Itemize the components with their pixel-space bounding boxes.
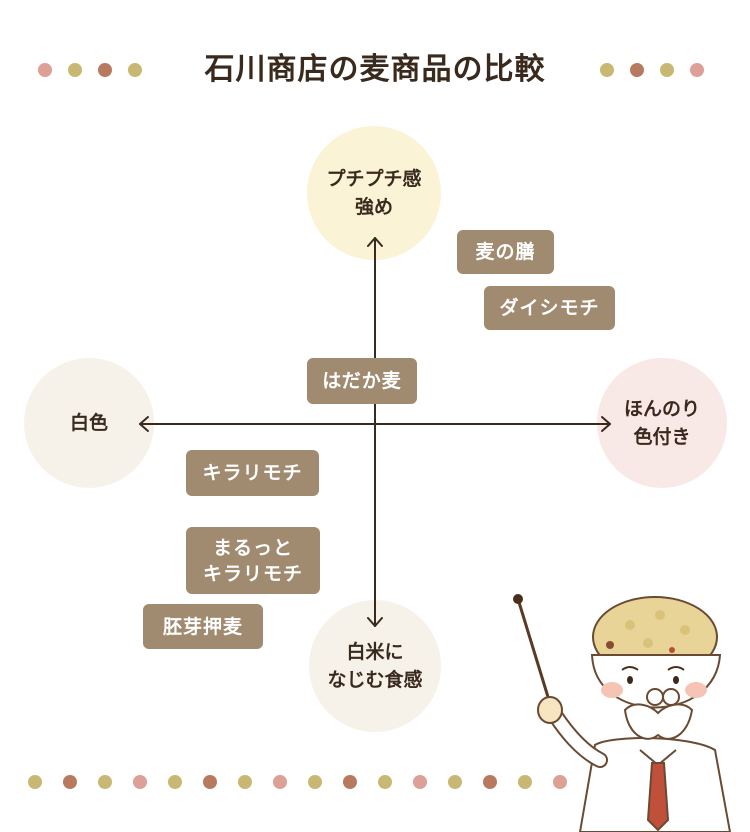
product-tag-haiga-oshimugi: 胚芽押麦 (143, 604, 263, 649)
product-tag-marutto-kirarimochi: まるっと キラリモチ (186, 527, 320, 594)
product-tag-label-line1: まるっと (212, 536, 293, 559)
decor-dot (68, 63, 82, 77)
decor-dot (690, 63, 704, 77)
axis-right-label-line1: ほんのり (623, 398, 700, 420)
decor-dot (378, 775, 392, 789)
arrow-right-icon (601, 416, 611, 432)
axis-bottom-label-line2: なじむ食感 (327, 669, 423, 691)
decor-dot (133, 775, 147, 789)
product-tag-label: 胚芽押麦 (162, 615, 243, 638)
decor-dot (273, 775, 287, 789)
product-tag-label: はだか麦 (322, 370, 402, 392)
product-tag-label: 麦の膳 (475, 241, 536, 263)
decor-dot (203, 775, 217, 789)
decor-dot (343, 775, 357, 789)
product-tag-label-line2: キラリモチ (202, 562, 303, 585)
page-title: 石川商店の麦商品の比較 (204, 52, 546, 87)
product-tag-label: ダイシモチ (499, 297, 600, 319)
axis-top-label-line2: 強め (354, 196, 393, 218)
axis-left-circle: 白色 (24, 358, 154, 488)
product-tag-kirarimochi: キラリモチ (186, 450, 319, 496)
decor-dot (38, 63, 52, 77)
decor-dot (630, 63, 644, 77)
decor-dot (600, 63, 614, 77)
decor-dot (308, 775, 322, 789)
axis-top-label-line1: プチプチ感 (326, 168, 422, 190)
arrow-down-icon (367, 617, 383, 627)
decor-dot (413, 775, 427, 789)
decor-dot (98, 775, 112, 789)
decor-dot (553, 775, 567, 789)
decor-dot (238, 775, 252, 789)
axis-bottom-label-line1: 白米に (346, 641, 404, 663)
axis-right-label-line2: 色付き (633, 426, 691, 448)
decor-dot (63, 775, 77, 789)
decor-dot (168, 775, 182, 789)
axis-left-label: 白色 (69, 412, 108, 434)
decor-dot (98, 63, 112, 77)
product-tag-label: キラリモチ (202, 462, 303, 484)
axis-right-circle: ほんのり 色付き (597, 358, 727, 488)
decor-dot (448, 775, 462, 789)
arrow-up-icon (367, 237, 383, 247)
decor-dot (483, 775, 497, 789)
product-tag-munozen: 麦の膳 (457, 230, 554, 274)
product-tag-daishimochi: ダイシモチ (484, 286, 615, 330)
decor-dot (28, 775, 42, 789)
professor-rice-bowl-icon (513, 594, 732, 832)
arrow-left-icon (139, 416, 149, 432)
axis-bottom-circle: 白米に なじむ食感 (309, 600, 441, 732)
product-tag-hadakamugi: はだか麦 (307, 358, 417, 404)
decor-dot (660, 63, 674, 77)
decor-dot (518, 775, 532, 789)
decor-dot (128, 63, 142, 77)
